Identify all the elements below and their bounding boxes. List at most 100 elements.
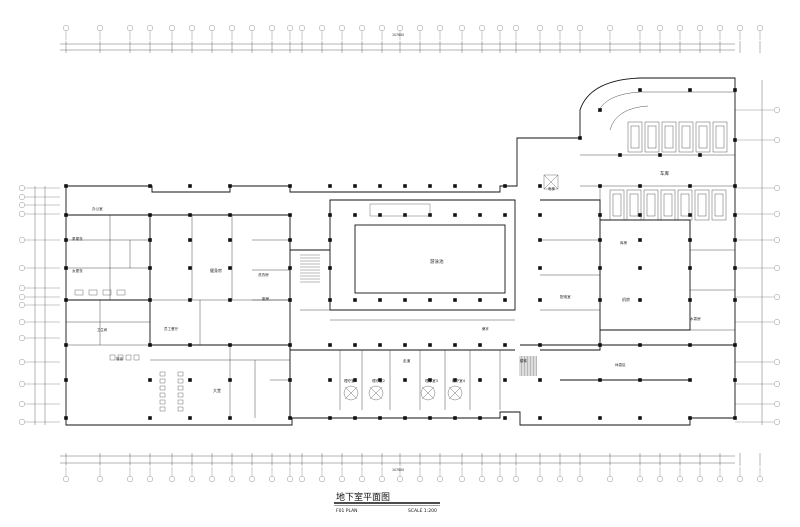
grid-bubble-left [19,319,25,325]
column [733,416,737,420]
column [538,266,542,270]
column [403,213,407,217]
pool-bench [369,203,431,217]
room-label-pool: 游泳池 [430,258,444,265]
room-label-staff-dining: 员工餐厅 [164,326,179,331]
parking-bay-lower [626,189,642,221]
grid-bubble-bottom [97,476,103,482]
desk [116,289,126,296]
wc-fixture [177,392,184,398]
grid-bubble-bottom [697,476,703,482]
grid-bubble-top [717,25,723,31]
car-outline [629,193,639,217]
lobby-wall [150,344,291,418]
parking-bay-lower [677,189,693,221]
grid-bubble-right [774,419,780,425]
room-label-kitchen: 厨房 [262,296,270,301]
grid-bubble-bottom [397,476,403,482]
grid-bubble-right [774,294,780,300]
spa-tub [343,385,359,401]
grid-bubble-left [19,302,25,308]
column [403,343,407,347]
column [598,298,602,302]
ramp-curve-inner [609,105,649,131]
grid-bubble-bottom [147,476,153,482]
column [428,184,432,188]
grid-bubble-top [299,25,305,31]
grid-bubble-top [287,25,293,31]
column [328,213,332,217]
grid-bubble-bottom [577,476,583,482]
grid-bubble-bottom [63,476,69,482]
grid-bubble-bottom [269,476,275,482]
column [733,238,737,242]
grid-bubble-top [97,25,103,31]
grid-bubble-left [19,401,25,407]
room-label-lobby: 大堂 [213,387,221,393]
wc-fixture [177,399,184,405]
grid-bubble-bottom [417,476,423,482]
grid-bubble-left [19,335,25,341]
grid-bubble-top [397,25,403,31]
grid-bubble-top [147,25,153,31]
grid-bubble-top [737,25,743,31]
parking-bay-upper [627,121,643,153]
room-label-plant-room: 机房 [622,296,630,302]
grid-bubble-top [229,25,235,31]
grid-bubble-right [774,237,780,243]
spa-tub [368,385,384,401]
column [598,238,602,242]
column [288,343,292,347]
grid-bubble-top [379,25,385,31]
grid-bubble-left [19,359,25,365]
parking-bay-lower [660,189,676,221]
chair [117,354,124,361]
wc-fixture [159,392,166,398]
column [353,416,357,420]
drawing-title: 地下室平面图 [336,491,390,503]
wc-fixture [159,378,166,384]
column [688,266,692,270]
column [353,213,357,217]
column [638,343,642,347]
column [638,88,642,92]
grid-bubble-left [19,185,25,191]
column [453,378,457,382]
grid-bubble-right [774,359,780,365]
column [328,416,332,420]
parking-bay-upper [644,121,660,153]
column [503,213,507,217]
column [188,343,192,347]
grid-bubble-top [339,25,345,31]
column [378,378,382,382]
grid-bubble-right [774,319,780,325]
column [538,343,542,347]
column [453,343,457,347]
chair [125,354,132,361]
column [688,378,692,382]
grid-bubble-bottom [229,476,235,482]
column [453,298,457,302]
column [578,136,582,140]
column [188,238,192,242]
column [478,378,482,382]
column [403,416,407,420]
grid-bubble-left [19,202,25,208]
room-label-parking: 车库 [660,170,669,177]
parking-bay-upper [712,121,728,153]
spa-tub-cross [421,386,435,400]
column [378,213,382,217]
column [328,238,332,242]
parking-bay-lower [609,189,625,221]
walls [65,77,736,426]
grid-bubble-top [537,25,543,31]
grid-bubble-left [19,294,25,300]
column [64,184,68,188]
grid-bubble-top [189,25,195,31]
column [288,266,292,270]
grid-bubble-bottom [209,476,215,482]
grid-bubble-bottom [287,476,293,482]
desk [102,289,112,296]
column [148,378,152,382]
